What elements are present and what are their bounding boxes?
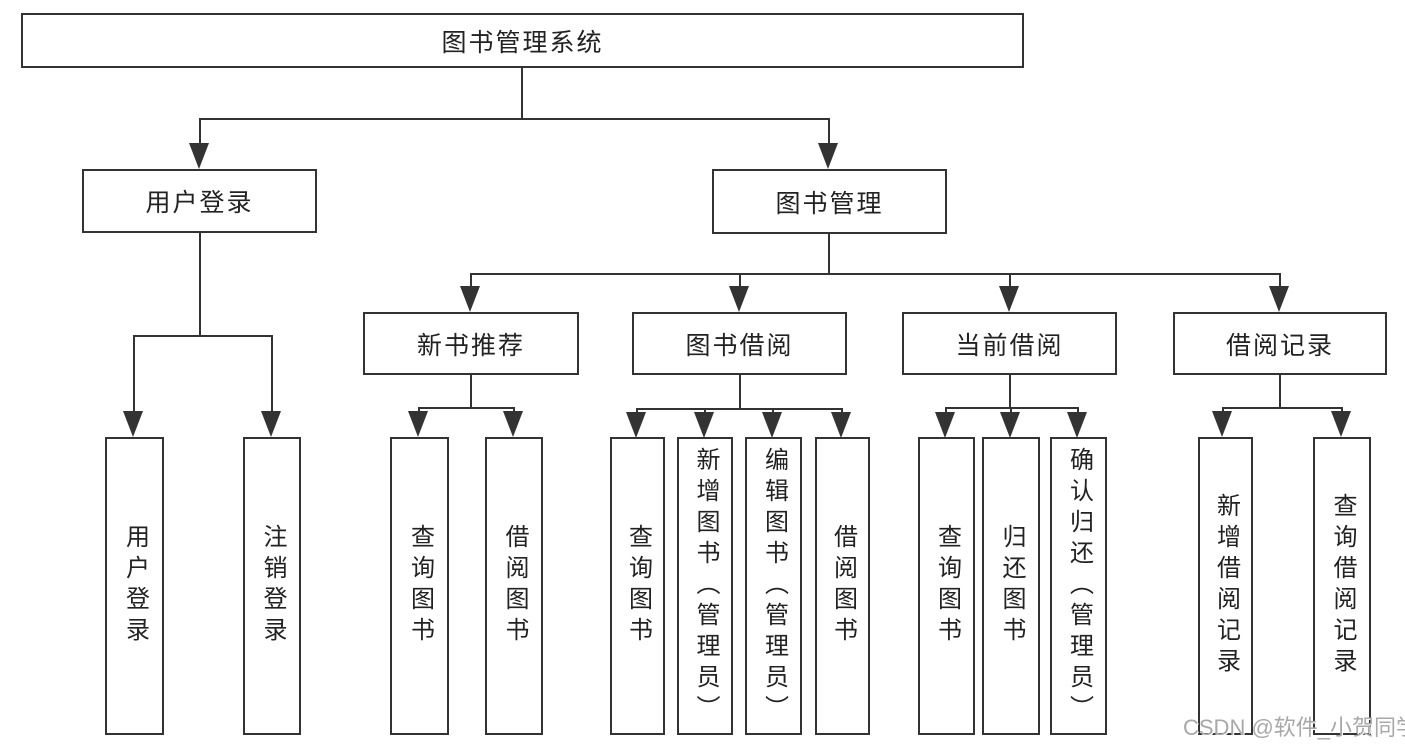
leaf-edit-books-admin-label: 编辑图书（管理员） <box>760 446 788 726</box>
node-root-label: 图书管理系统 <box>441 28 604 57</box>
node-borrow-records: 借阅记录 <box>1173 312 1387 375</box>
leaf-borrow-books: 借阅图书 <box>815 437 870 735</box>
arrowhead-down-icon <box>818 143 838 169</box>
arrowhead-down-icon <box>935 412 955 438</box>
node-user-login: 用户登录 <box>82 169 317 233</box>
arrowhead-down-icon <box>762 412 782 438</box>
node-book-management: 图书管理 <box>712 169 947 234</box>
connector-line <box>470 273 1281 275</box>
leaf-return-books: 归还图书 <box>982 437 1040 735</box>
arrowhead-down-icon <box>460 286 480 312</box>
connector-line <box>418 407 515 409</box>
leaf-query-books-borrow-label: 查询图书 <box>624 524 652 648</box>
node-user-login-label: 用户登录 <box>145 189 254 217</box>
leaf-borrow-books-recommend-label: 借阅图书 <box>501 524 528 648</box>
leaf-logout-label: 注销登录 <box>259 524 286 648</box>
node-current-borrow-label: 当前借阅 <box>955 331 1064 360</box>
connector-line <box>470 273 472 288</box>
leaf-confirm-return-admin-label: 确认归还（管理员） <box>1065 446 1093 726</box>
connector-line <box>271 335 273 413</box>
leaf-query-books-current: 查询图书 <box>918 437 975 735</box>
connector-line <box>199 233 201 335</box>
connector-line <box>133 335 273 337</box>
connector-line <box>521 68 523 118</box>
connector-line <box>199 118 201 145</box>
node-current-borrow: 当前借阅 <box>902 312 1117 375</box>
leaf-add-books-admin: 新增图书（管理员） <box>677 437 733 735</box>
node-borrow-records-label: 借阅记录 <box>1225 331 1334 360</box>
connector-line <box>1279 273 1281 288</box>
node-new-book-recommend: 新书推荐 <box>363 312 579 375</box>
connector-line <box>739 375 741 408</box>
connector-line <box>1010 407 1012 415</box>
connector-line <box>470 375 472 407</box>
leaf-add-borrow-record-label: 新增借阅记录 <box>1212 493 1240 679</box>
arrowhead-down-icon <box>626 412 646 438</box>
node-book-management-label: 图书管理 <box>775 189 884 218</box>
connector-line <box>1279 375 1281 407</box>
leaf-query-books-current-label: 查询图书 <box>933 524 961 648</box>
node-book-borrow-label: 图书借阅 <box>685 331 794 360</box>
connector-line <box>1077 407 1079 415</box>
connector-line <box>199 118 830 120</box>
connector-line <box>945 407 1079 409</box>
leaf-user-login-label: 用户登录 <box>121 524 149 648</box>
arrowhead-down-icon <box>999 286 1019 312</box>
arrowhead-down-icon <box>1269 286 1289 312</box>
connector-line <box>1009 375 1011 407</box>
leaf-return-books-label: 归还图书 <box>998 524 1025 648</box>
arrowhead-down-icon <box>408 411 428 437</box>
leaf-query-borrow-record: 查询借阅记录 <box>1313 437 1371 735</box>
node-book-borrow: 图书借阅 <box>632 312 847 375</box>
leaf-edit-books-admin: 编辑图书（管理员） <box>745 437 802 735</box>
connector-line <box>1222 407 1343 409</box>
arrowhead-down-icon <box>729 286 749 312</box>
connector-line <box>828 118 830 145</box>
arrowhead-down-icon <box>831 412 851 438</box>
leaf-add-books-admin-label: 新增图书（管理员） <box>692 446 719 726</box>
leaf-query-books-recommend-label: 查询图书 <box>406 524 434 648</box>
arrowhead-down-icon <box>1212 411 1232 437</box>
leaf-add-borrow-record: 新增借阅记录 <box>1198 437 1253 735</box>
arrowhead-down-icon <box>503 411 523 437</box>
arrowhead-down-icon <box>1067 412 1087 438</box>
connector-line <box>636 408 843 410</box>
arrowhead-down-icon <box>694 412 714 438</box>
leaf-borrow-books-recommend: 借阅图书 <box>485 437 543 735</box>
leaf-query-books-borrow: 查询图书 <box>610 437 665 735</box>
leaf-logout: 注销登录 <box>243 437 301 735</box>
csdn-watermark: CSDN @软件_小贺同学 <box>1183 715 1405 740</box>
connector-line <box>945 407 947 415</box>
node-new-book-recommend-label: 新书推荐 <box>416 331 525 360</box>
arrowhead-down-icon <box>1000 412 1020 438</box>
leaf-borrow-books-label: 借阅图书 <box>829 524 857 648</box>
connector-line <box>1009 273 1011 288</box>
arrowhead-down-icon <box>123 411 143 437</box>
arrowhead-down-icon <box>189 143 209 169</box>
arrowhead-down-icon <box>1331 411 1351 437</box>
connector-line <box>133 335 135 413</box>
leaf-query-borrow-record-label: 查询借阅记录 <box>1329 493 1356 679</box>
connector-line <box>739 273 741 288</box>
arrowhead-down-icon <box>261 411 281 437</box>
leaf-query-books-recommend: 查询图书 <box>390 437 449 735</box>
leaf-user-login: 用户登录 <box>105 437 164 735</box>
node-root: 图书管理系统 <box>21 13 1024 68</box>
leaf-confirm-return-admin: 确认归还（管理员） <box>1050 437 1107 735</box>
connector-line <box>828 234 830 273</box>
